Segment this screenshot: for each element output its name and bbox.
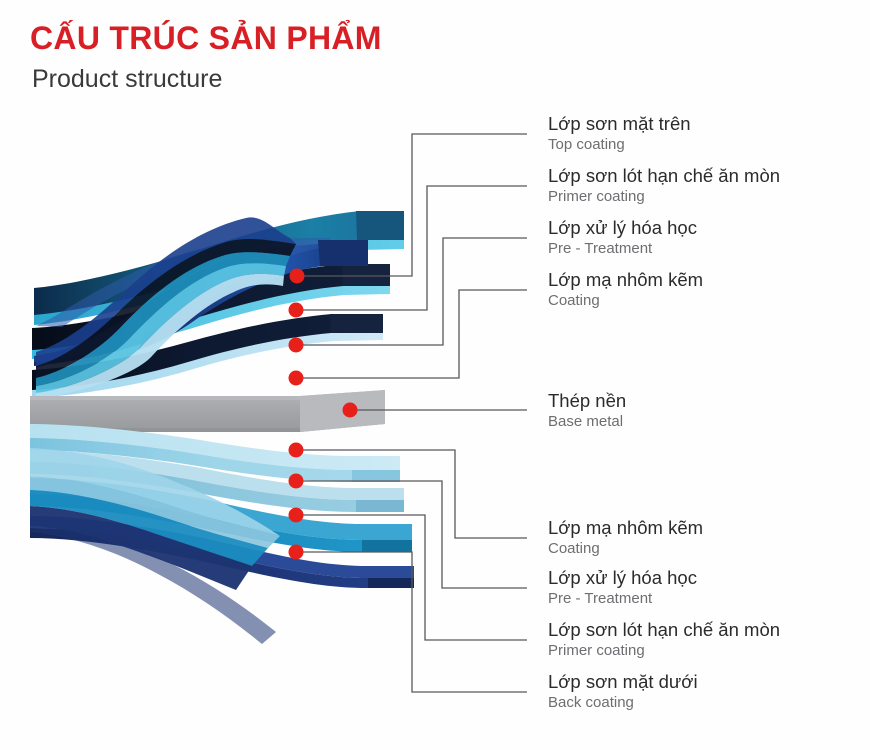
- bottom-stack-curve-tails: [30, 448, 280, 644]
- callout-primer-bottom: Lớp sơn lót hạn chế ăn mòn Primer coatin…: [548, 618, 780, 661]
- callout-coating-top-en: Coating: [548, 292, 600, 310]
- callout-coating-top-vi: Lớp mạ nhôm kẽm: [548, 269, 704, 290]
- callout-pretreat-bottom: Lớp xử lý hóa học Pre - Treatment: [548, 566, 697, 609]
- callout-pretreat-bottom-en: Pre - Treatment: [548, 590, 653, 608]
- layer-base-metal: [30, 390, 385, 432]
- leader-lines: [297, 133, 527, 693]
- callout-top-coating-en: Top coating: [548, 136, 625, 154]
- marker-dot-primer-top[interactable]: [288, 302, 304, 318]
- marker-dot-back-coating[interactable]: [288, 544, 304, 560]
- callout-pretreat-top: Lớp xử lý hóa học Pre - Treatment: [548, 216, 697, 259]
- callout-primer-top-vi: Lớp sơn lót hạn chế ăn mòn: [548, 165, 781, 186]
- callout-pretreat-bottom-vi: Lớp xử lý hóa học: [548, 567, 697, 588]
- top-stack-curve-tails: [36, 217, 296, 399]
- callout-back-coating-en: Back coating: [548, 694, 634, 712]
- marker-dot-primer-bottom[interactable]: [288, 507, 304, 523]
- page-header: CẤU TRÚC SẢN PHẨM Product structure: [30, 20, 382, 94]
- leader-line-coating-bottom: [297, 449, 527, 539]
- marker-dot-coating-bottom[interactable]: [288, 442, 304, 458]
- callout-coating-bottom: Lớp mạ nhôm kẽm Coating: [548, 516, 703, 559]
- leader-line-top-coating: [298, 133, 527, 277]
- callout-top-coating-vi: Lớp sơn mặt trên: [548, 113, 691, 134]
- leader-line-pretreat-top: [297, 237, 527, 346]
- marker-dot-pretreat-top[interactable]: [288, 337, 304, 353]
- callout-primer-top-en: Primer coating: [548, 188, 645, 206]
- layer-coating-bottom: [30, 424, 400, 482]
- leader-line-primer-bottom: [297, 514, 527, 641]
- leader-line-coating-top: [297, 289, 527, 379]
- callout-base-metal-en: Base metal: [548, 413, 624, 431]
- marker-dot-coating-top[interactable]: [288, 370, 304, 386]
- callout-base-metal-vi: Thép nền: [548, 390, 627, 411]
- callout-primer-bottom-en: Primer coating: [548, 642, 645, 660]
- marker-dot-top-coating[interactable]: [289, 268, 305, 284]
- callout-coating-top: Lớp mạ nhôm kẽm Coating: [548, 268, 703, 311]
- leader-line-pretreat-bottom: [297, 480, 527, 589]
- leader-line-back-coating: [297, 551, 527, 693]
- callout-primer-bottom-vi: Lớp sơn lót hạn chế ăn mòn: [548, 619, 781, 640]
- callout-top-coating: Lớp sơn mặt trên Top coating: [548, 112, 691, 155]
- callout-pretreat-top-vi: Lớp xử lý hóa học: [548, 217, 697, 238]
- marker-dot-base-metal[interactable]: [342, 402, 358, 418]
- marker-dot-pretreat-bottom[interactable]: [288, 473, 304, 489]
- callout-coating-bottom-en: Coating: [548, 540, 600, 558]
- page-title-vi: CẤU TRÚC SẢN PHẨM: [30, 20, 382, 56]
- leader-line-primer-top: [297, 185, 527, 311]
- callout-base-metal: Thép nền Base metal: [548, 389, 626, 432]
- callout-pretreat-top-en: Pre - Treatment: [548, 240, 653, 258]
- callout-back-coating-vi: Lớp sơn mặt dưới: [548, 671, 698, 692]
- callout-coating-bottom-vi: Lớp mạ nhôm kẽm: [548, 517, 704, 538]
- marker-dots: [288, 268, 358, 560]
- callout-primer-top: Lớp sơn lót hạn chế ăn mòn Primer coatin…: [548, 164, 780, 207]
- callout-back-coating: Lớp sơn mặt dưới Back coating: [548, 670, 698, 713]
- page-title-en: Product structure: [32, 64, 223, 93]
